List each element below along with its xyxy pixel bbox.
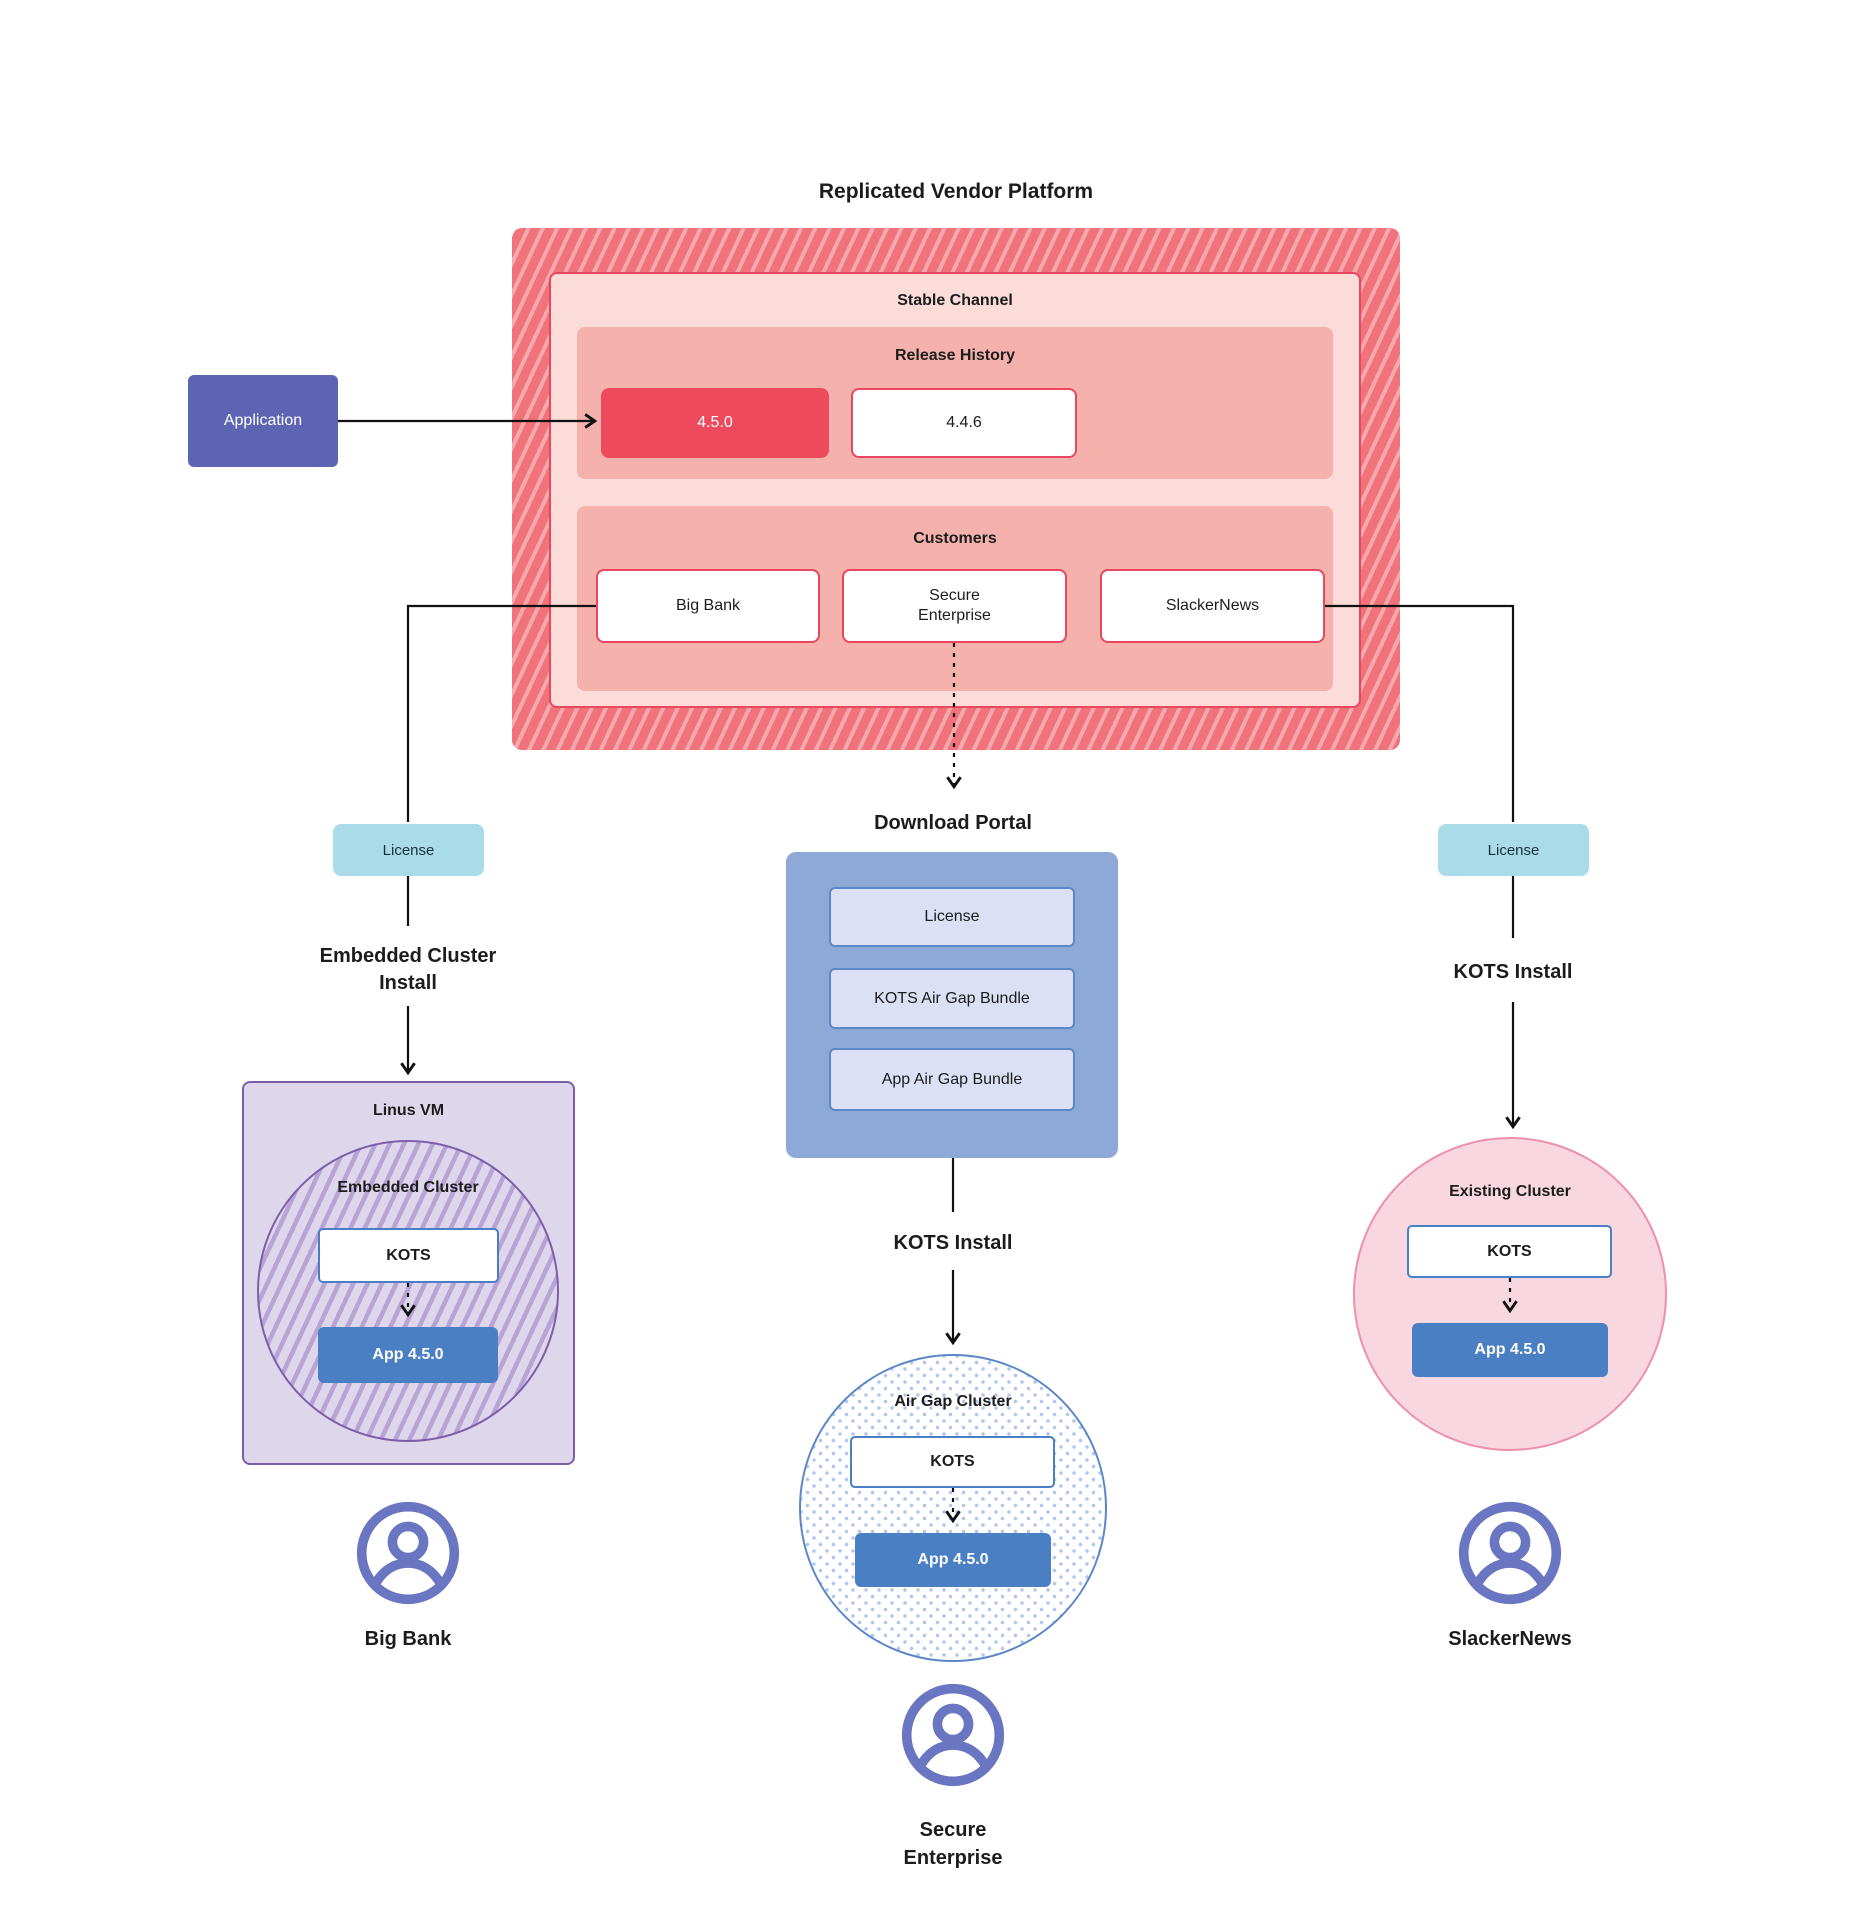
customers-label: Customers <box>913 530 997 547</box>
embedded-cluster-install-label: Embedded Cluster Install <box>319 945 497 994</box>
person-icon <box>901 1683 1005 1787</box>
customer-box-big-bank: Big Bank <box>596 569 820 643</box>
release-version-current: 4.5.0 <box>601 388 829 458</box>
kots-box-middle: KOTS <box>850 1436 1055 1488</box>
embedded-cluster-circle <box>257 1140 559 1442</box>
customer-box-secure-enterprise: Secure Enterprise <box>842 569 1067 643</box>
release-history-label: Release History <box>894 347 1016 364</box>
portal-item-app-airgap-bundle: App Air Gap Bundle <box>829 1048 1075 1111</box>
kots-install-label-middle: KOTS Install <box>893 1231 1013 1254</box>
release-version-previous: 4.4.6 <box>851 388 1077 458</box>
customer-box-slackernews: SlackerNews <box>1100 569 1325 643</box>
kots-box-left: KOTS <box>318 1228 499 1283</box>
license-chip-left: License <box>333 824 484 876</box>
air-gap-cluster-label: Air Gap Cluster <box>894 1393 1012 1410</box>
user-name-secure-enterprise: Secure Enterprise <box>903 1819 1003 1869</box>
portal-item-kots-airgap-bundle: KOTS Air Gap Bundle <box>829 968 1075 1029</box>
embedded-cluster-label: Embedded Cluster <box>337 1179 479 1196</box>
user-name-big-bank: Big Bank <box>364 1628 452 1650</box>
app-box-right: App 4.5.0 <box>1412 1323 1608 1377</box>
app-box-left: App 4.5.0 <box>318 1327 498 1383</box>
person-icon <box>1458 1501 1562 1605</box>
download-portal-label: Download Portal <box>874 811 1032 834</box>
user-name-slackernews: SlackerNews <box>1448 1628 1572 1650</box>
kots-box-right: KOTS <box>1407 1225 1612 1278</box>
user-icon-slackernews <box>1455 1498 1565 1608</box>
app-box-middle: App 4.5.0 <box>855 1533 1051 1587</box>
user-icon-big-bank <box>353 1498 463 1608</box>
kots-install-label-right: KOTS Install <box>1453 960 1573 983</box>
person-icon <box>356 1501 460 1605</box>
linus-vm-label: Linus VM <box>372 1102 445 1119</box>
stable-channel-label: Stable Channel <box>897 292 1013 309</box>
user-icon-secure-enterprise <box>898 1680 1008 1790</box>
existing-cluster-label: Existing Cluster <box>1449 1183 1571 1200</box>
portal-item-license: License <box>829 887 1075 947</box>
application-box: Application <box>188 375 338 467</box>
diagram-title: Replicated Vendor Platform <box>818 180 1094 203</box>
license-chip-right: License <box>1438 824 1589 876</box>
